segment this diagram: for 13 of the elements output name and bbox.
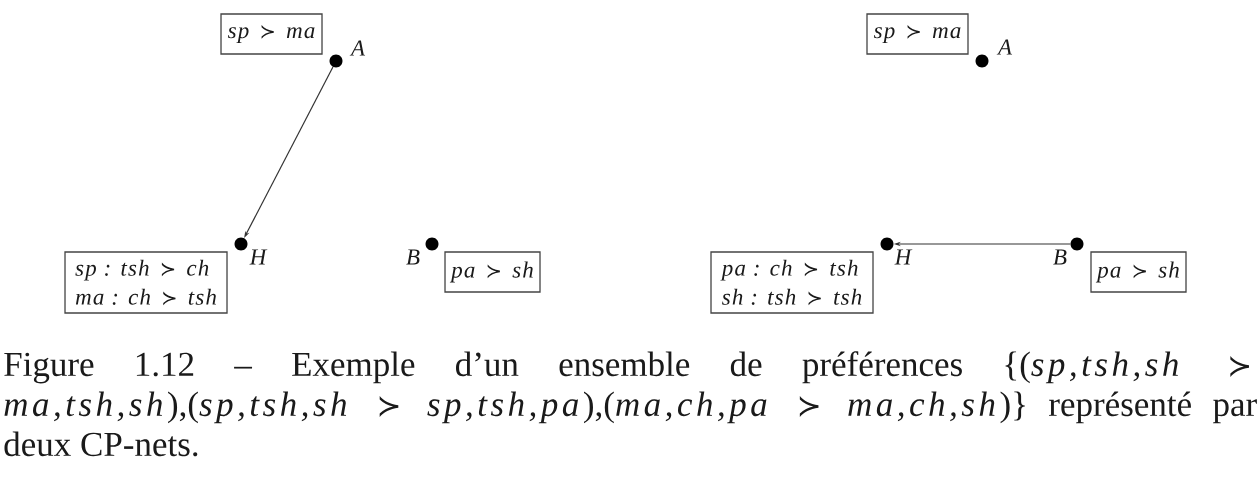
caption: Figure 1.12 – Exemple d’un ensemble de préférences {(sp,tsh,sh ≻ ma,tsh,sh),(sp,tsh,sh ≻ sp,tsh,pa),(ma,ch,pa ≻ ma,ch,sh)} représenté par deux CP-nets.: [4, 351, 1257, 457]
text-box: pa : ch ≻ tsh sh : tsh ≻ tsh: [710, 251, 874, 314]
text-box: sp ≻ ma: [866, 13, 969, 55]
text-box: sp : tsh ≻ ch ma : ch ≻ tsh: [64, 251, 228, 314]
point-label: H: [249, 249, 268, 265]
point-label: H: [894, 249, 913, 265]
text-box: sp ≻ ma: [220, 13, 323, 55]
point-label: A: [349, 40, 366, 56]
text-box: pa ≻ sh: [444, 251, 541, 293]
point-label: B: [1053, 249, 1067, 265]
point-label: A: [996, 39, 1013, 55]
point-label: B: [406, 249, 420, 265]
text-box: pa ≻ sh: [1090, 251, 1187, 293]
